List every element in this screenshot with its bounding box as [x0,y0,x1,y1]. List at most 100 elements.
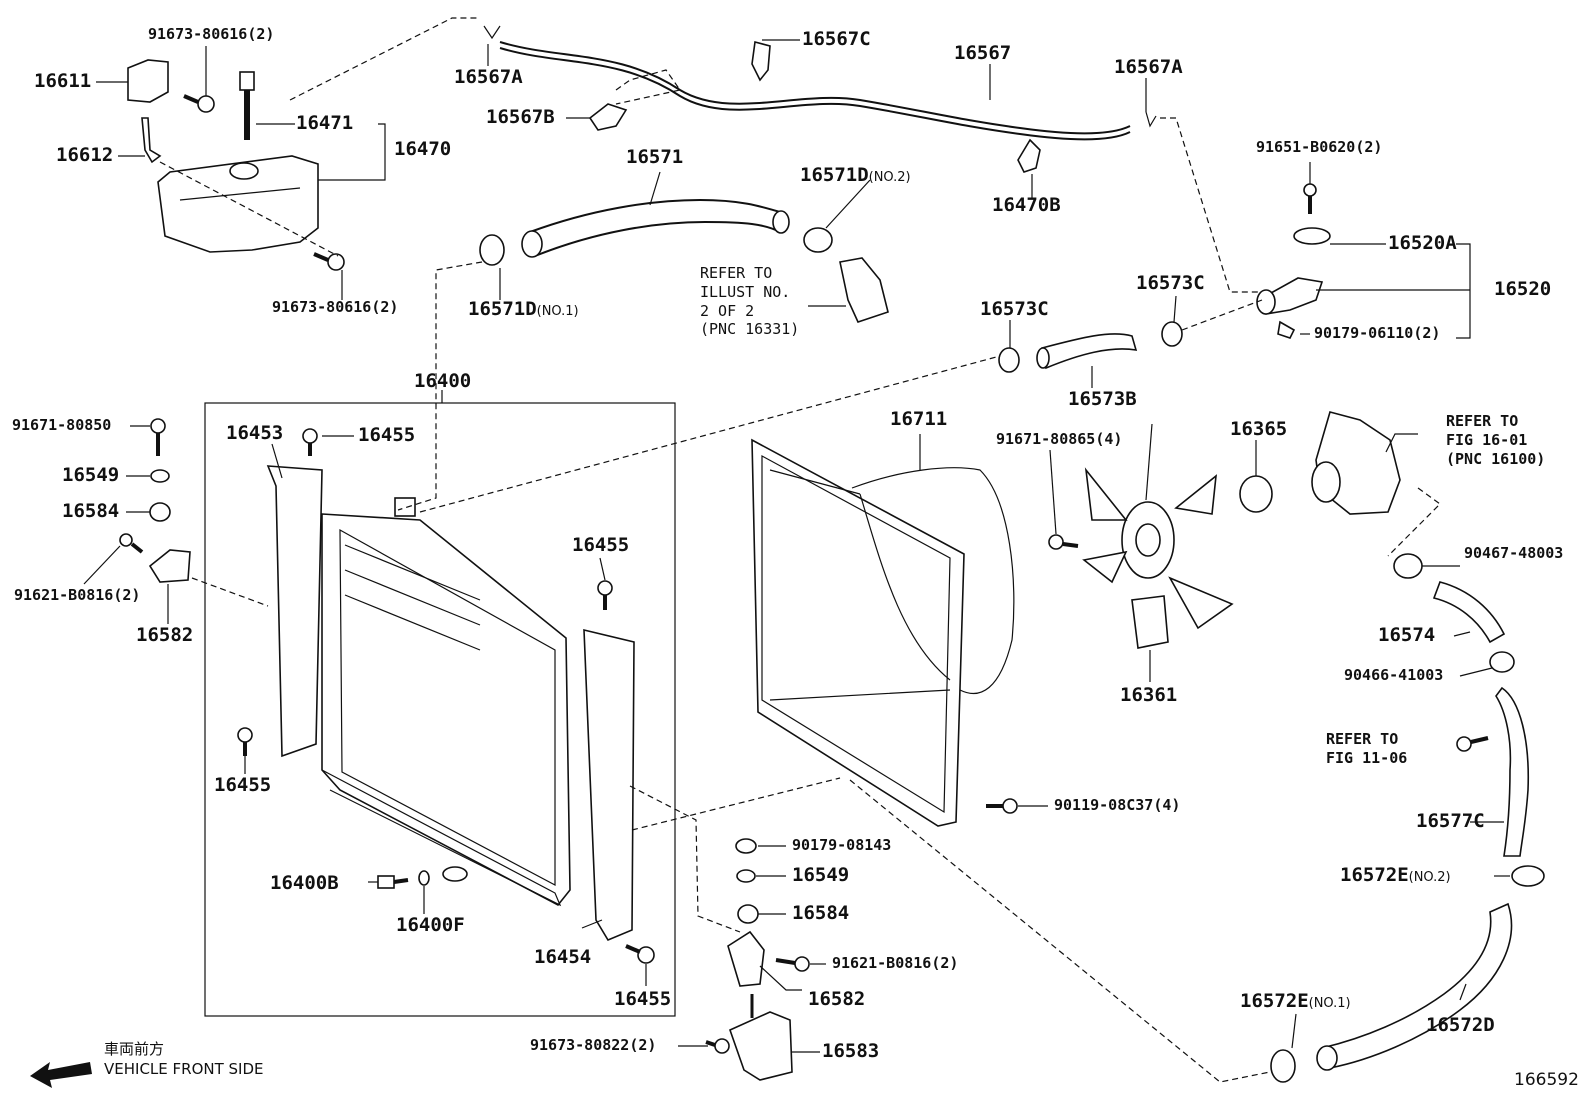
bolt-91651-part [1303,183,1317,214]
bolt-91673-top-part [183,94,215,113]
bracket-16582-left-part [148,549,191,583]
clamp-90466-part [1489,651,1515,673]
bolt-91621-left-part [119,533,144,554]
label-91621-B0816-right: 91621-B0816(2) [832,954,959,972]
bracket-16611-part [127,59,169,103]
label-91673-80616-top: 91673-80616(2) [148,25,275,43]
label-16455-c: 16455 [214,774,272,796]
label-90119-08C37: 90119-08C37(4) [1054,796,1181,814]
label-16455-a: 16455 [358,424,416,446]
label-91673-80616-bot: 91673-80616(2) [272,298,399,316]
nut-90179-08143-part [735,838,757,854]
label-16612: 16612 [56,144,114,166]
support-16454-part [583,628,635,942]
hose-16573B-part [1041,333,1138,370]
note-refer-fig-11-06: REFER TO FIG 11-06 [1326,730,1407,768]
bolt-91671-80850-part [150,418,166,456]
label-16573B: 16573B [1068,388,1137,410]
leader-lines [83,39,1510,1053]
clamp-16571D-no1-part [479,234,505,266]
label-16520A: 16520A [1388,232,1457,254]
label-16711: 16711 [890,408,948,430]
label-16584-left: 16584 [62,500,120,522]
label-16549-left: 16549 [62,464,120,486]
label-16572E-no2: 16572E(NO.2) [1340,864,1451,886]
label-16571D-no2: 16571D(NO.2) [800,164,911,186]
label-90466-41003: 90466-41003 [1344,666,1444,684]
label-16567C: 16567C [802,28,871,50]
fan-shroud-16711-part [751,438,1015,827]
dashed-connectors [159,17,1441,1083]
oring-16400F-part [418,870,430,886]
label-16574: 16574 [1378,624,1436,646]
label-16573C-right: 16573C [1136,272,1205,294]
label-16573C-left: 16573C [980,298,1049,320]
label-91673-80822: 91673-80822(2) [530,1036,657,1054]
note-refer-fig-11-06-line2: FIG 11-06 [1326,748,1408,767]
label-16572D: 16572D [1426,1014,1495,1036]
clamp-90467-part [1393,553,1423,579]
collar-16549-left-part [150,469,170,483]
figure-number: 166592 [1514,1070,1579,1090]
clamp-16572E-no2-part [1511,865,1545,887]
vehicle-front-jp: 車両前方 [104,1040,165,1058]
radiator-16400-part [321,497,571,907]
label-16549-right: 16549 [792,864,850,886]
label-16365: 16365 [1230,418,1288,440]
label-16582-right: 16582 [808,988,866,1010]
clip-16567B-part [588,103,628,131]
label-91671-80850: 91671-80850 [12,416,112,434]
label-16470B: 16470B [992,194,1061,216]
label-16567: 16567 [954,42,1012,64]
hose-16572D-part [1320,902,1513,1069]
hose-16574-part [1432,581,1506,644]
fluid-coupling-16365-part [1239,475,1273,513]
note-refer-illust-line1: REFER TO [700,264,773,282]
label-16400F: 16400F [396,914,465,936]
label-16611: 16611 [34,70,92,92]
note-refer-fig-16-01-line3: (PNC 16100) [1446,449,1546,468]
bolt-91673-80822-part [705,1038,730,1054]
vehicle-front-arrow-icon [30,1062,92,1088]
label-16584-right: 16584 [792,902,850,924]
label-91671-80865: 91671-80865(4) [996,430,1123,448]
gasket-16520A-part [1293,227,1331,245]
label-90179-06110: 90179-06110(2) [1314,324,1441,342]
clamp-16572E-no1-part [1270,1049,1296,1083]
drain-plug-16400B-part [377,875,409,889]
bolt-16455-a-part [302,428,318,456]
label-16453: 16453 [226,422,284,444]
label-16582-left: 16582 [136,624,194,646]
hose-16567-part [499,41,1131,135]
label-16572E-no1: 16572E(NO.1) [1240,990,1351,1012]
label-16454: 16454 [534,946,592,968]
bracket-16583-part [729,1011,793,1081]
clip-16470B-part [1017,138,1041,173]
cushion-16584-right-part [737,904,759,924]
label-16471: 16471 [296,112,354,134]
clip-16612-part [141,117,162,164]
hose-16577C-part [1495,686,1530,857]
label-16455-b: 16455 [572,534,630,556]
label-90179-08143: 90179-08143 [792,836,892,854]
label-16520: 16520 [1494,278,1552,300]
label-16470: 16470 [394,138,452,160]
note-refer-illust-line2: ILLUST NO. [700,282,791,301]
radiator-group-frame [204,402,676,1017]
bolt-90119-part [986,798,1018,814]
label-16400: 16400 [414,370,472,392]
bracket-16582-right-part [727,930,765,987]
reservoir-tank-part [157,71,319,253]
label-16571: 16571 [626,146,684,168]
cushion-16584-left-part [149,502,171,522]
label-16567B: 16567B [486,106,555,128]
label-16567A-left: 16567A [454,66,523,88]
note-refer-illust-line3: 2 OF 2 [700,301,755,320]
note-refer-illust: REFER TO ILLUST NO. 2 OF 2 (PNC 16331) [700,264,799,339]
clip-90179-06110-part [1277,320,1296,339]
bolt-91621-right-part [775,956,810,972]
clamp-16573C-right-part [1161,321,1183,347]
bolt-ref-1106-part [1456,736,1489,752]
